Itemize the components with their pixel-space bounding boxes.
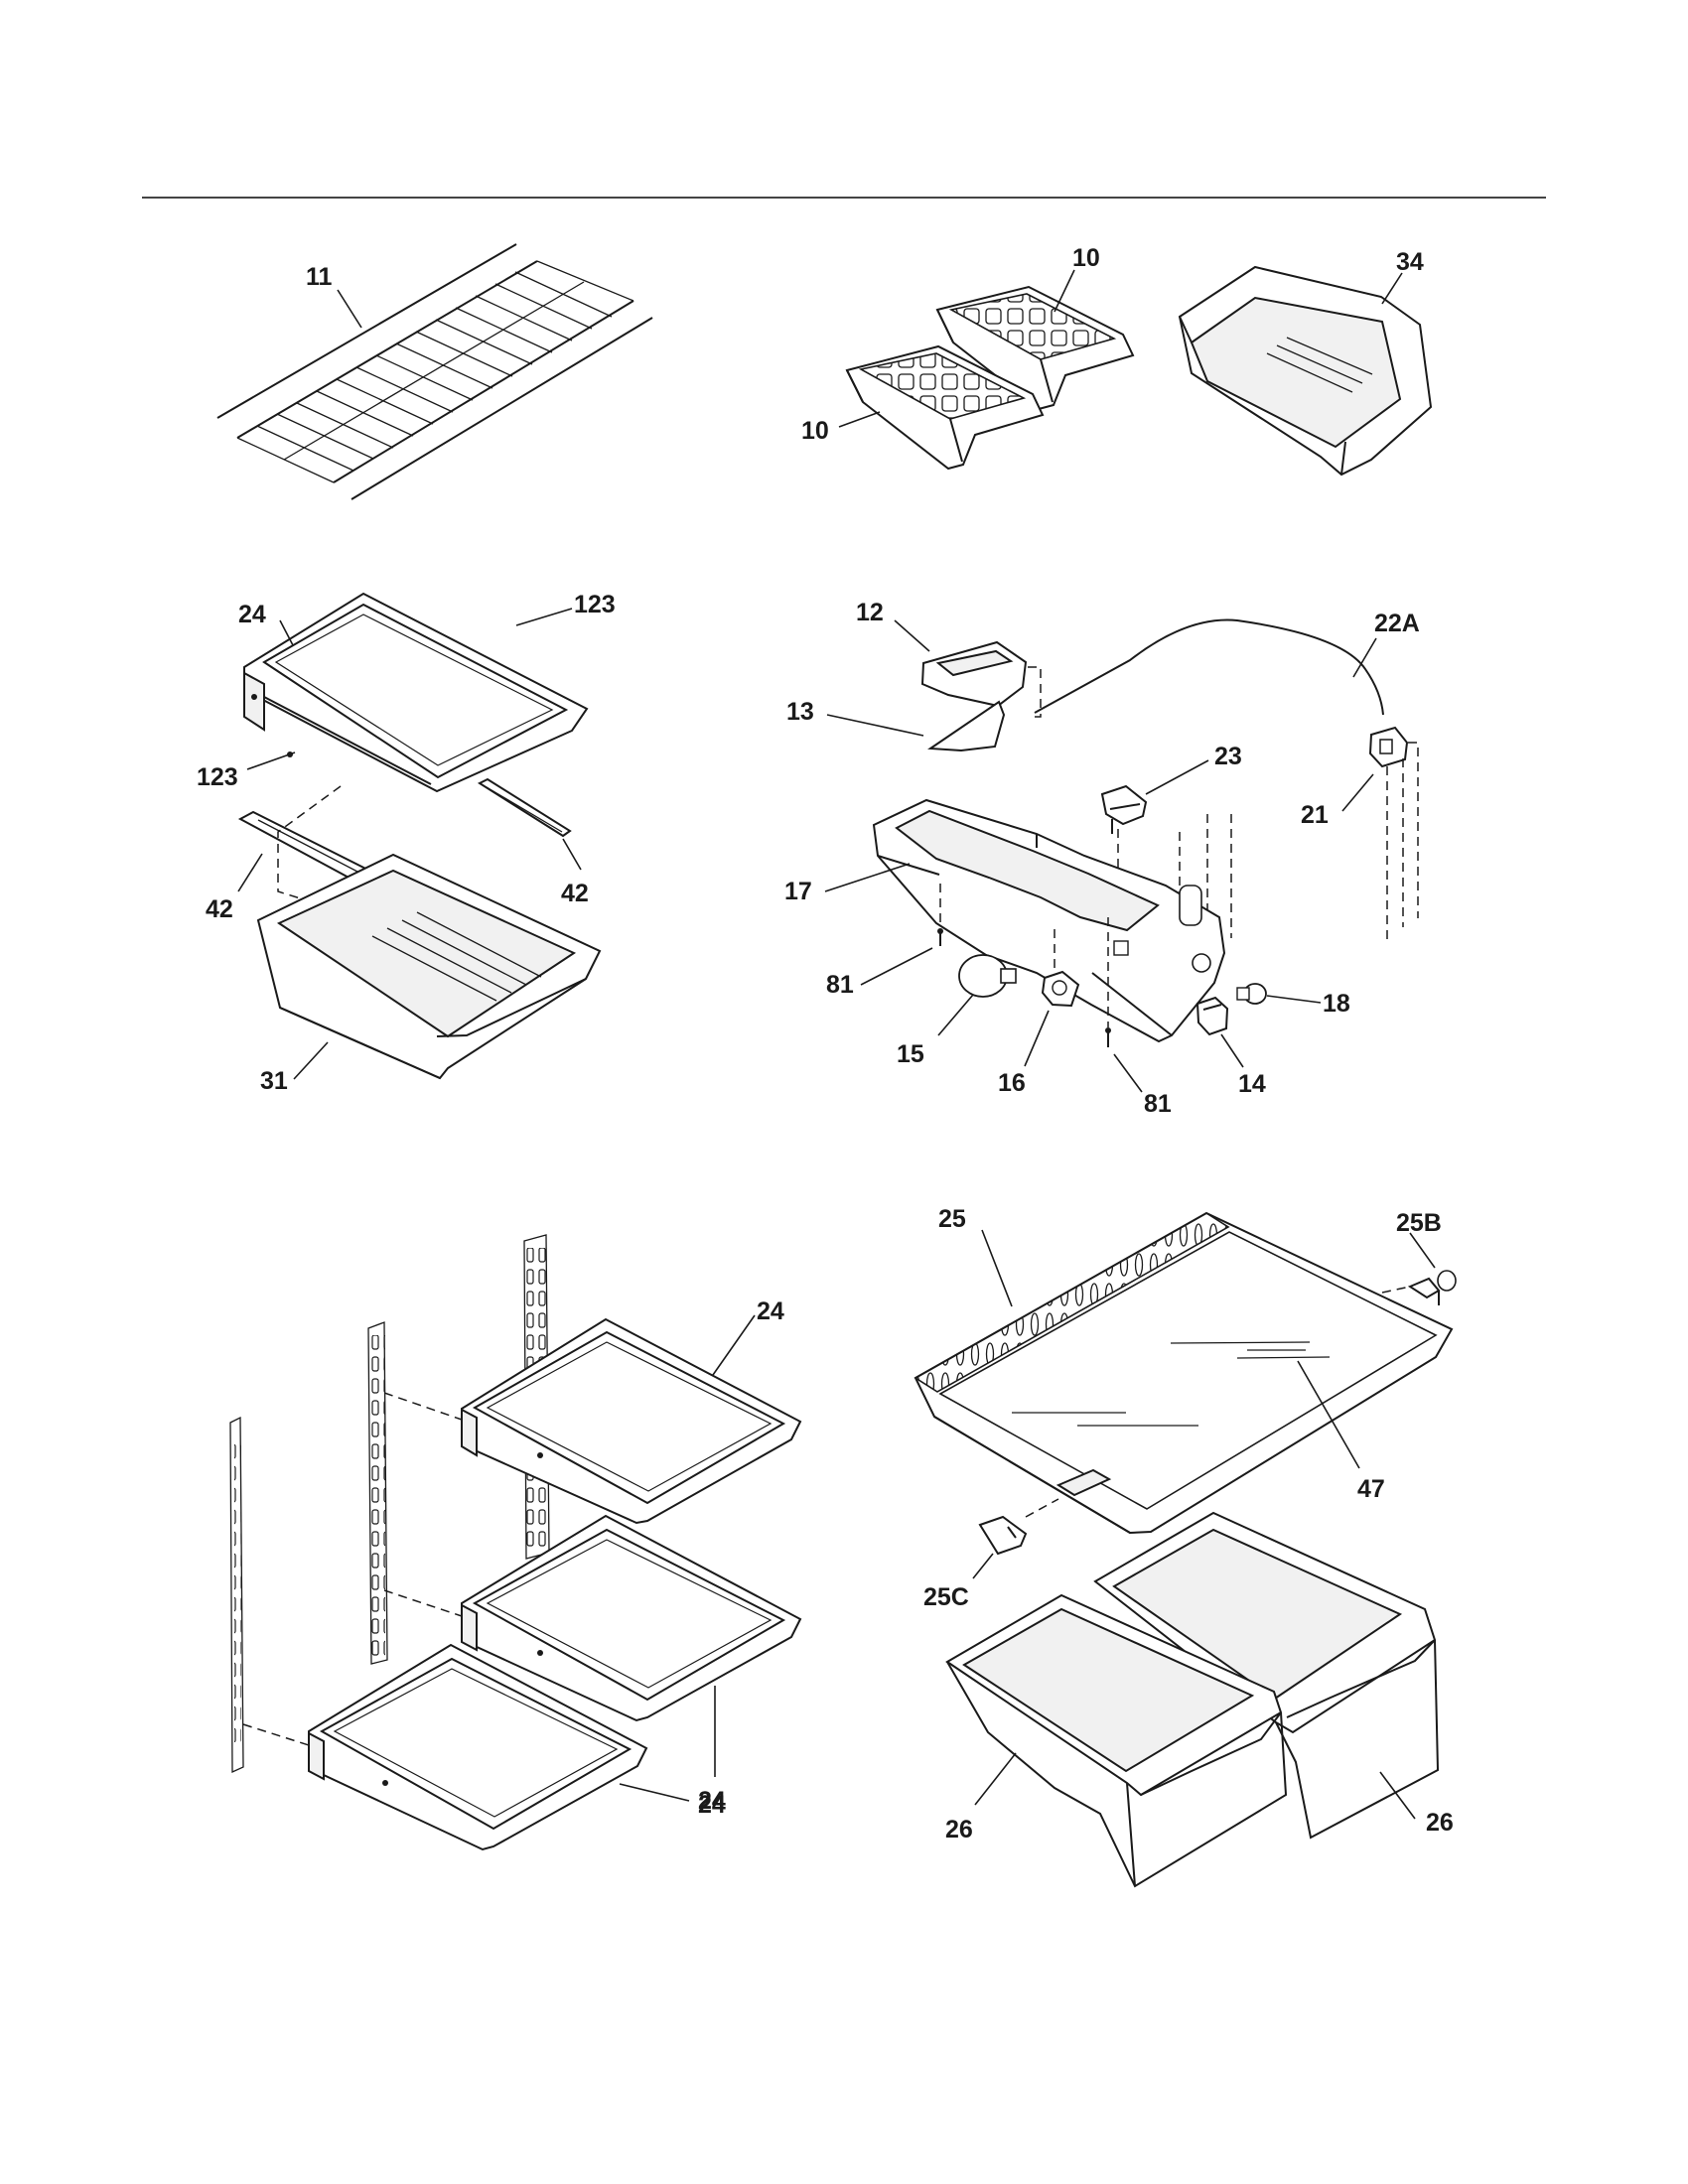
label-rail-right: 42 [561,880,589,907]
shelf-stack-mid [461,1514,802,1722]
label-crisper-glass: 47 [1357,1475,1385,1503]
label-wire-shelf: 11 [306,263,333,291]
label-switch-light: 14 [1238,1070,1266,1098]
label-screw-lower: 123 [197,763,238,791]
label-cover-support-left: 25C [923,1583,969,1611]
shelf-stack-bottom [308,1643,648,1851]
screw-81-left [937,928,943,946]
label-ice-tray-lower: 10 [801,417,829,445]
label-shelf-stack-top: 24 [757,1297,784,1325]
label-shelf-upper-left: 24 [238,601,266,628]
light-housing [872,798,1226,1043]
label-crisper-pan-upper: 31 [260,1067,288,1095]
wire-shelf [216,243,653,500]
thermostat [1100,784,1148,834]
label-screw-81-bottom: 81 [1144,1090,1172,1118]
label-knob: 18 [1323,990,1350,1018]
shelf-ladder-mid [367,1321,388,1665]
label-screw-upper: 123 [574,591,616,618]
label-capillary: 22A [1374,610,1420,637]
crisper-drawer-right [1093,1511,1440,1840]
crisper-pan-upper [256,853,602,1080]
label-air-diffuser: 13 [786,698,814,726]
cover-support-left [978,1515,1028,1556]
label-shelf-stack-bottom: 24 [698,1791,726,1819]
label-light-socket: 16 [998,1069,1026,1097]
capillary-tube [1034,618,1384,716]
label-damper-control: 21 [1301,801,1329,829]
label-screw-81-left: 81 [826,971,854,999]
crisper-drawer-left [945,1593,1288,1888]
ice-tray-lower [845,344,1045,471]
screw-81-bottom [1105,1027,1111,1047]
label-thermostat: 23 [1214,743,1242,770]
label-light-housing: 17 [784,878,812,905]
air-diffuser [927,700,1006,752]
label-light-bulb: 15 [897,1040,924,1068]
shelf-stack-top [461,1317,802,1525]
light-switch [1196,996,1229,1036]
ice-tray-upper [935,285,1135,411]
shelf-ladder-left [229,1416,244,1774]
rail-right [477,777,572,838]
freezer-bin [1178,265,1433,477]
light-socket [1041,970,1080,1008]
control-cover [920,640,1028,708]
crisper-cover [914,1211,1454,1535]
cover-support-right [1407,1270,1457,1305]
label-shelf-stack-mid: 24 [698,1787,726,1815]
label-freezer-bin: 34 [1396,248,1424,276]
light-bulb [958,954,1017,998]
label-cover-support-right: 25B [1396,1209,1442,1237]
label-crisper-drawer-left: 26 [945,1816,973,1843]
label-rail-left: 42 [206,895,233,923]
knob [1236,983,1267,1005]
label-control-cover: 12 [856,599,884,626]
label-crisper-drawer-right: 26 [1426,1809,1454,1837]
label-crisper-cover-frame: 25 [938,1205,966,1233]
shelf-upper-left [243,592,589,793]
label-ice-tray-upper: 10 [1072,244,1100,272]
damper-control [1368,726,1409,768]
crisper-glass [1012,1341,1331,1427]
